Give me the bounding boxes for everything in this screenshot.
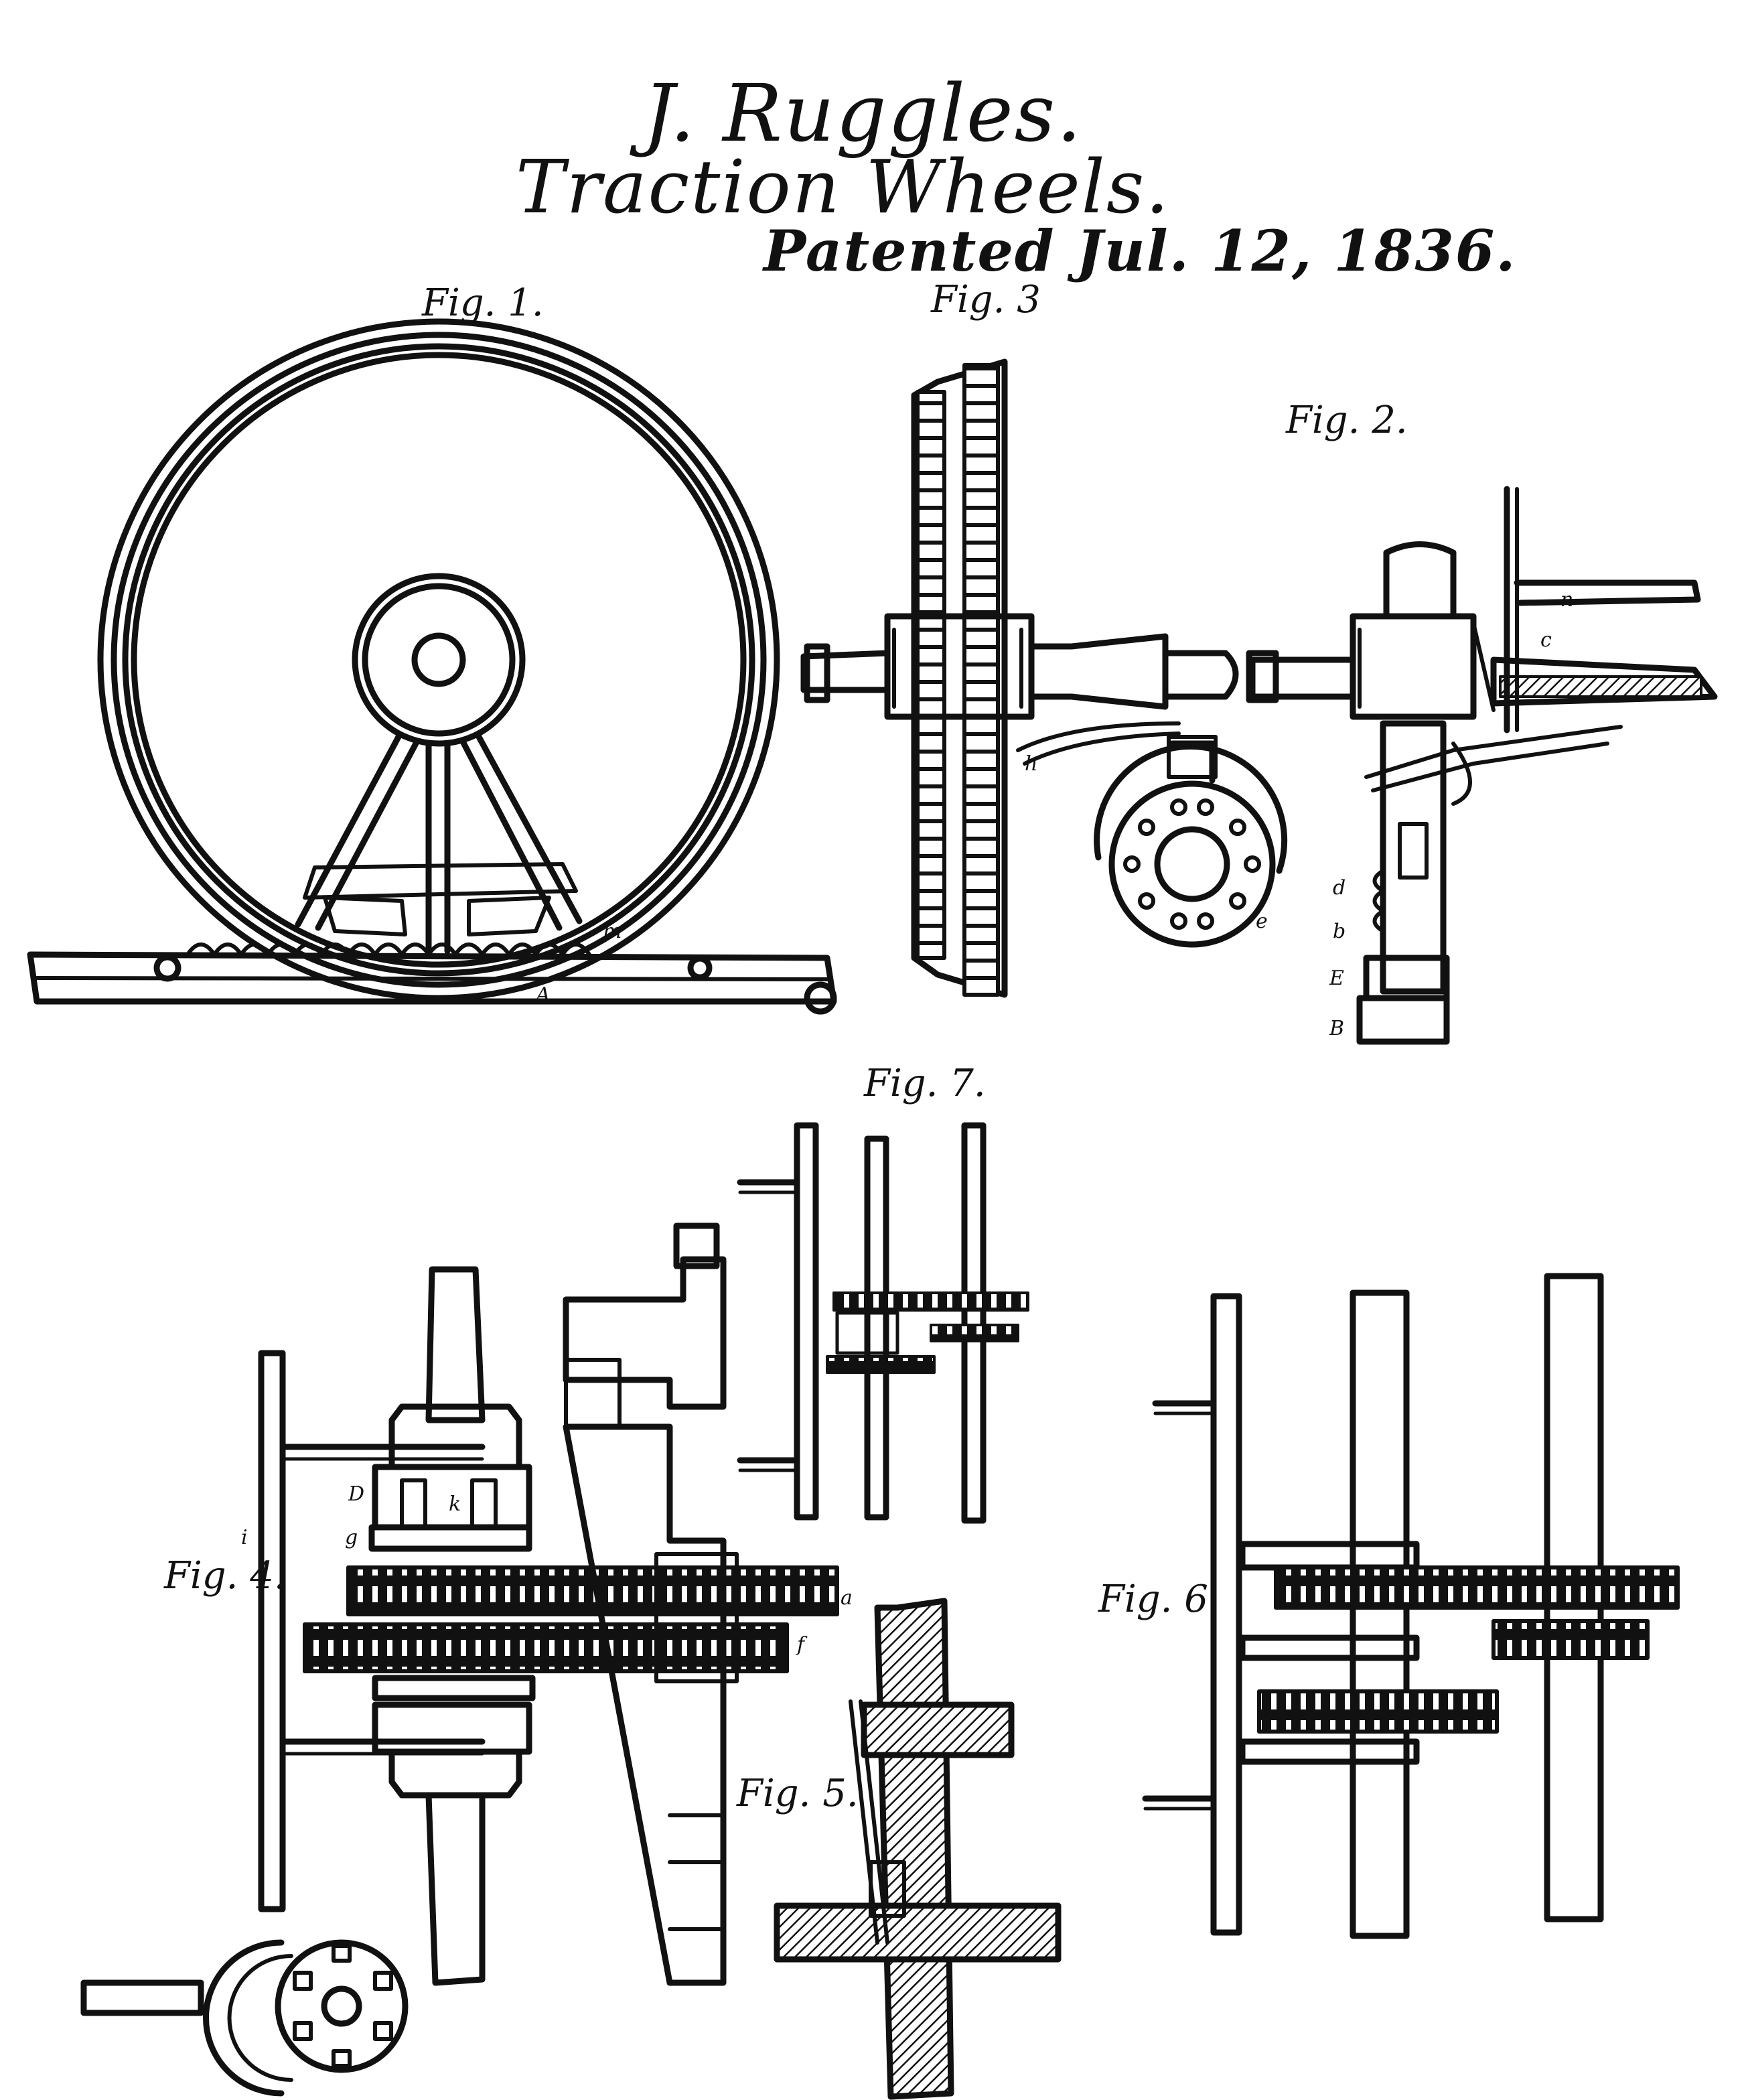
ref-letter-E: E: [1329, 967, 1344, 990]
ref-letter-D: D: [348, 1482, 364, 1506]
fig-1-label: Fig. 1.: [422, 281, 544, 325]
ref-letter-b: b: [1333, 920, 1345, 943]
fig-5-label: Fig. 5.: [737, 1772, 859, 1815]
ref-letter-c: c: [1540, 628, 1552, 652]
ref-letter-n: n: [1560, 588, 1573, 612]
patent-date: Patented Jul. 12, 1836.: [763, 218, 1517, 284]
ref-letter-g: g: [345, 1526, 358, 1549]
fig-4-label: Fig. 4.: [164, 1554, 286, 1598]
fig-3-wheel-edge: [800, 358, 1288, 998]
fig-2-label: Fig. 2.: [1286, 399, 1408, 442]
ref-letter-e: e: [1256, 910, 1268, 933]
ref-letter-a: a: [841, 1586, 853, 1610]
ref-letter-m: m: [603, 920, 622, 943]
fig-1-wheel: [27, 318, 837, 1015]
ref-letter-i: i: [241, 1526, 248, 1549]
ref-letter-A: A: [534, 983, 551, 1007]
fig-6-shafts: [1142, 1273, 1680, 1939]
ref-letter-f: f: [796, 1633, 808, 1657]
fig-7-label: Fig. 7.: [864, 1062, 986, 1105]
ref-letter-k: k: [449, 1492, 461, 1516]
inventor-name: J. Ruggles.: [643, 67, 1083, 159]
fig-4-gear-train: [80, 1222, 839, 2097]
fig-5-section: [774, 1598, 1062, 2100]
ref-letter-h: h: [1025, 752, 1037, 776]
fig-3-label: Fig. 3: [931, 278, 1041, 322]
ref-letter-B: B: [1329, 1017, 1344, 1040]
fig-7-shafts: [737, 1122, 1029, 1524]
fig-2-axle-box: [1246, 486, 1718, 1045]
ref-letter-d: d: [1333, 876, 1345, 900]
invention-title: Traction Wheels.: [516, 144, 1171, 230]
fig-6-label: Fig. 6.: [1098, 1578, 1220, 1621]
